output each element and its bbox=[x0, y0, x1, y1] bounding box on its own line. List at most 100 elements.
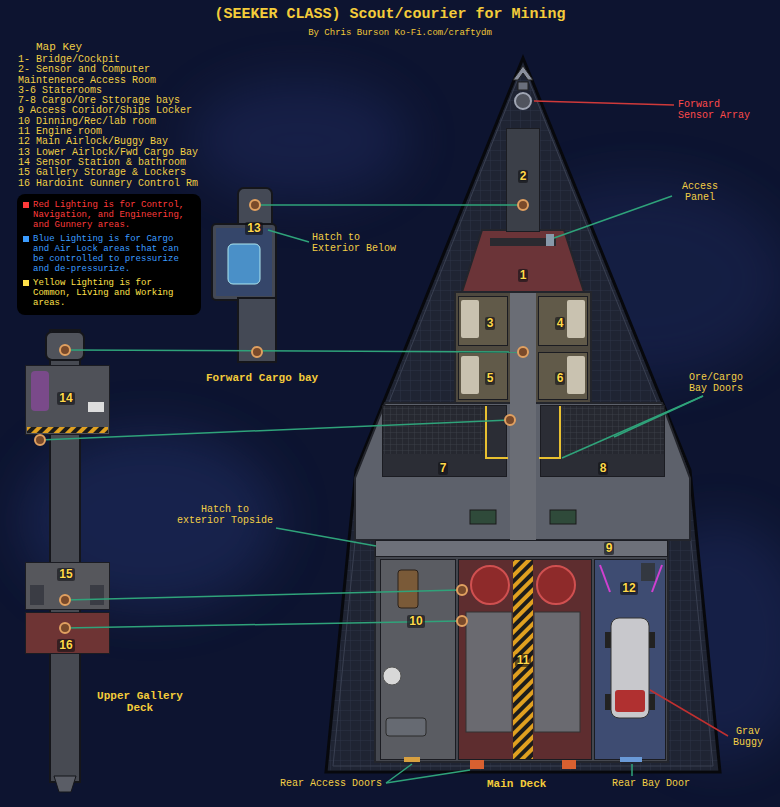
label-holder: 1- Bridge/Cockpit bbox=[18, 55, 204, 65]
hatch bbox=[457, 585, 467, 595]
rear-door bbox=[404, 757, 420, 762]
callout: Rear Access Doors bbox=[280, 778, 400, 789]
deck-room: 2 bbox=[506, 128, 540, 232]
buggy-wheel bbox=[605, 632, 611, 648]
hatch bbox=[60, 595, 70, 605]
room-number: 10 bbox=[407, 615, 424, 628]
callout: Grav Buggy bbox=[726, 726, 770, 748]
sensor-array-mount bbox=[518, 82, 528, 90]
room-number: 1 bbox=[518, 269, 529, 282]
room-number: 16 bbox=[57, 639, 74, 652]
leader-line bbox=[386, 764, 412, 783]
deck-hatch-link bbox=[65, 590, 460, 600]
hatch bbox=[457, 616, 467, 626]
key-heading: Map Key bbox=[36, 41, 106, 53]
label-holder: Upper Gallery Deck bbox=[84, 690, 196, 714]
title-holder: (SEEKER CLASS) Scout/courier for Mining bbox=[200, 6, 580, 24]
callout: Hatch to exterior Topside bbox=[175, 504, 275, 526]
engine-block bbox=[534, 612, 580, 732]
lighting-legend: Red Lighting is for Control, Navigation,… bbox=[17, 194, 201, 315]
room-number: 7 bbox=[438, 462, 449, 475]
cargo-neck bbox=[238, 298, 276, 362]
locker bbox=[90, 585, 104, 605]
cargo-lift-pad bbox=[228, 244, 260, 284]
key-entry: 1- Bridge/Cockpit bbox=[18, 55, 204, 65]
leader-line bbox=[268, 230, 309, 242]
engine-exhaust bbox=[470, 760, 484, 769]
leader-line bbox=[631, 764, 633, 776]
bunk bbox=[461, 300, 479, 338]
legend-swatch bbox=[23, 202, 29, 208]
hatch bbox=[60, 623, 70, 633]
bay-door bbox=[486, 406, 508, 458]
key-entry: 13 Lower Airlock/Fwd Cargo Bay bbox=[18, 148, 204, 158]
legend-row: Red Lighting is for Control, Navigation,… bbox=[23, 200, 195, 230]
deck-room: 9 bbox=[375, 540, 668, 557]
room-number: 2 bbox=[518, 170, 529, 183]
label-holder: Main Deck bbox=[487, 778, 577, 790]
map-key-list: 1- Bridge/Cockpit2- Sensor and Computer … bbox=[18, 55, 204, 189]
room-number: 11 bbox=[515, 654, 532, 667]
room-number: 4 bbox=[555, 317, 566, 330]
dining-table bbox=[398, 570, 418, 608]
locker-console bbox=[470, 510, 496, 524]
deck-hatch-link bbox=[65, 350, 523, 352]
locker bbox=[30, 585, 44, 605]
leader-line bbox=[276, 528, 376, 546]
label-holder: 12 Main Airlock/Buggy Bay bbox=[18, 137, 204, 147]
label-holder: Hatch to exterior Topside bbox=[175, 504, 275, 526]
label-holder: 15 Gallery Storage & Lockers bbox=[18, 168, 204, 178]
key-entry: 9 Access Coridor/Ships Locker bbox=[18, 106, 204, 116]
engine-manifold bbox=[471, 566, 509, 604]
ship-hull bbox=[326, 58, 720, 772]
nebula bbox=[190, 80, 410, 200]
hatch bbox=[505, 415, 515, 425]
callout: Forward Sensor Array bbox=[678, 99, 756, 121]
label-holder: Rear Access Doors bbox=[280, 778, 400, 789]
legend-text: Red Lighting is for Control, Navigation,… bbox=[33, 200, 195, 230]
legend-swatch bbox=[23, 280, 29, 286]
key-entry: 3-6 Staterooms bbox=[18, 86, 204, 96]
label-holder: Ore/Cargo Bay Doors bbox=[680, 372, 752, 394]
hazard-walkway bbox=[513, 560, 533, 759]
bay-grate bbox=[383, 406, 483, 454]
gallery-top bbox=[46, 332, 84, 360]
key-entry: 11 Engine room bbox=[18, 127, 204, 137]
gun-hardpoint bbox=[54, 776, 76, 792]
label-holder: 13 Lower Airlock/Fwd Cargo Bay bbox=[18, 148, 204, 158]
locker-console bbox=[550, 510, 576, 524]
hatch bbox=[518, 200, 528, 210]
bay-grate bbox=[563, 406, 664, 454]
engine-exhaust bbox=[562, 760, 576, 769]
label-holder: 7-8 Cargo/Ore Sttorage bays bbox=[18, 96, 204, 106]
room-number: 9 bbox=[604, 542, 615, 555]
hatch bbox=[60, 345, 70, 355]
label-holder: Map Key bbox=[36, 41, 106, 53]
center-corridor bbox=[510, 290, 536, 540]
sensor-seat bbox=[31, 371, 49, 411]
buggy-wheel bbox=[649, 694, 655, 710]
label-holder: Hatch to Exterior Below bbox=[312, 232, 408, 254]
sensor-array-dish bbox=[515, 93, 531, 109]
washbasin bbox=[88, 402, 104, 412]
leader-line bbox=[534, 101, 674, 105]
key-entry: 2- Sensor and Computer Maintenence Acces… bbox=[18, 65, 204, 86]
buggy-wheel bbox=[649, 632, 655, 648]
label-holder: 10 Dinning/Rec/lab room bbox=[18, 117, 204, 127]
key-entry: 15 Gallery Storage & Lockers bbox=[18, 168, 204, 178]
legend-row: Blue Lighting is for Cargo and Air Lock … bbox=[23, 234, 195, 274]
label-holder: 2- Sensor and Computer Maintenence Acces… bbox=[18, 65, 204, 86]
hull-inner-edge bbox=[333, 66, 713, 766]
label-holder: 16 Hardoint Gunnery Control Rm bbox=[18, 179, 204, 189]
hatch bbox=[252, 347, 262, 357]
key-entry: 10 Dinning/Rec/lab room bbox=[18, 117, 204, 127]
hatch bbox=[518, 347, 528, 357]
blue-lit-floor bbox=[216, 228, 272, 296]
hazard-strip bbox=[27, 427, 108, 433]
main-deck-floor bbox=[375, 540, 668, 762]
room-number: 3 bbox=[485, 317, 496, 330]
leader-line bbox=[650, 690, 728, 736]
buggy-cab bbox=[615, 690, 645, 712]
hatch bbox=[35, 435, 45, 445]
